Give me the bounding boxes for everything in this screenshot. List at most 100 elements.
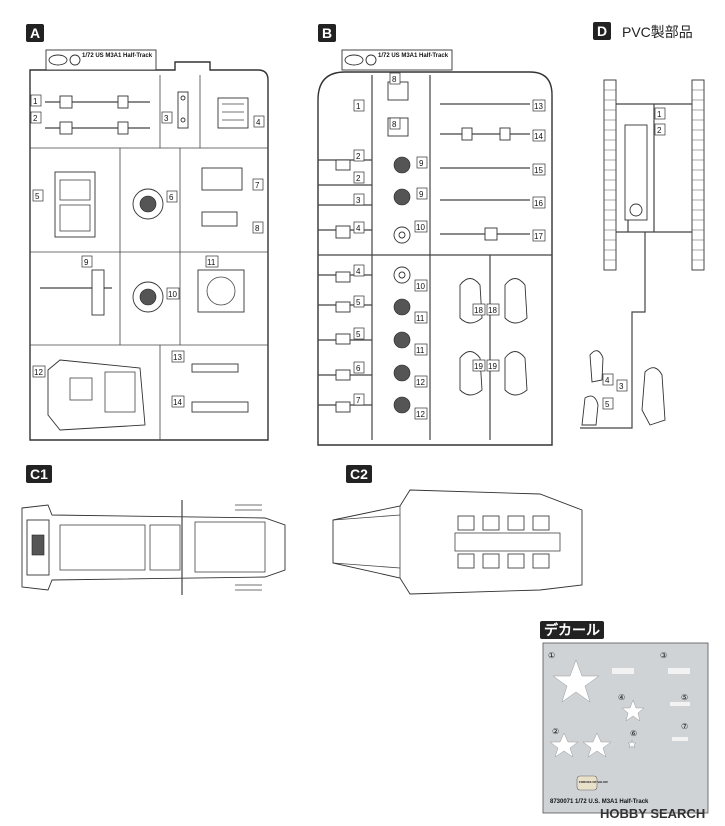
svg-text:⑤: ⑤	[681, 693, 688, 702]
svg-text:②: ②	[552, 727, 559, 736]
svg-text:4: 4	[356, 224, 361, 233]
svg-text:13: 13	[534, 102, 543, 111]
sprue-d-tab	[624, 124, 648, 221]
part-c2-label: C2	[346, 465, 372, 483]
svg-text:15: 15	[534, 166, 543, 175]
part-figure	[581, 350, 666, 426]
decal-serial	[668, 668, 690, 674]
sprue-b: 1/72 US M3A1 Half-Track	[317, 49, 553, 446]
svg-text:2: 2	[33, 114, 38, 123]
svg-text:4: 4	[256, 118, 261, 127]
svg-text:8: 8	[392, 120, 397, 129]
svg-text:12: 12	[34, 368, 43, 377]
svg-text:11: 11	[416, 314, 425, 323]
svg-text:2: 2	[657, 126, 662, 135]
sprue-a-letter	[69, 54, 81, 66]
svg-text:12: 12	[416, 378, 425, 387]
part-road-wheel	[132, 188, 164, 313]
svg-text:10: 10	[416, 223, 425, 232]
svg-text:7: 7	[255, 181, 260, 190]
svg-text:④: ④	[618, 693, 625, 702]
svg-text:11: 11	[207, 258, 216, 267]
svg-text:19: 19	[474, 362, 483, 371]
sprue-d-letter	[629, 203, 643, 217]
svg-text:1: 1	[356, 102, 361, 111]
part-steering-rod	[40, 269, 112, 316]
sprue-d-label: D	[593, 22, 612, 40]
svg-text:9: 9	[419, 190, 424, 199]
svg-text:2: 2	[356, 152, 361, 161]
svg-text:①: ①	[548, 651, 555, 660]
decal-star-small	[621, 699, 645, 722]
svg-text:⑥: ⑥	[630, 729, 637, 738]
sprue-a-logo	[48, 54, 68, 66]
part-track-left	[603, 79, 617, 271]
decal-serial	[672, 737, 688, 741]
part-winch	[217, 97, 249, 129]
sprue-d-part-numbers: 1 2 3 4 5	[602, 107, 666, 410]
part-hull-front	[47, 359, 146, 431]
svg-text:8: 8	[255, 224, 260, 233]
svg-text:4: 4	[356, 267, 361, 276]
sprue-a-frame	[29, 61, 269, 441]
sprue-d-caption: PVC製部品	[622, 24, 693, 40]
svg-text:16: 16	[534, 199, 543, 208]
decal-label: デカール	[540, 621, 604, 639]
svg-text:17: 17	[534, 232, 543, 241]
sprue-b-part-numbers: 8 1 8 2 2 3 4 4 5 5 6 7 9 9 10 10 11 11 …	[353, 72, 546, 420]
sprue-a-header: 1/72 US M3A1 Half-Track	[82, 53, 153, 59]
svg-text:7: 7	[356, 396, 361, 405]
svg-text:10: 10	[168, 290, 177, 299]
part-dash	[197, 269, 245, 313]
sprue-b-letter	[365, 54, 377, 66]
svg-text:⑦: ⑦	[681, 722, 688, 731]
sprue-b-label: B	[318, 24, 337, 42]
part-suspension	[459, 278, 528, 396]
svg-text:14: 14	[173, 398, 182, 407]
svg-text:5: 5	[356, 298, 361, 307]
svg-text:3: 3	[356, 196, 361, 205]
svg-text:6: 6	[169, 193, 174, 202]
svg-text:3: 3	[164, 114, 169, 123]
part-c1-chassis	[21, 500, 286, 595]
svg-text:14: 14	[534, 132, 543, 141]
svg-text:18: 18	[474, 306, 483, 315]
track-links	[604, 89, 704, 261]
watermark: HOBBY SEARCH	[600, 806, 706, 821]
part-fuel-tank	[201, 167, 243, 227]
svg-text:8: 8	[392, 75, 397, 84]
decal-star-large	[552, 659, 600, 703]
part-track-right	[691, 79, 705, 271]
part-wheel	[393, 156, 411, 414]
part-rod	[440, 103, 530, 241]
svg-text:19: 19	[488, 362, 497, 371]
svg-text:10: 10	[416, 282, 425, 291]
svg-text:12: 12	[416, 410, 425, 419]
decal-star-medium	[549, 732, 579, 758]
part-bracket	[177, 91, 189, 129]
part-axle	[45, 95, 150, 135]
sprue-b-logo	[344, 54, 364, 66]
svg-text:9: 9	[84, 258, 89, 267]
decal-logo	[576, 775, 598, 791]
svg-text:2: 2	[356, 174, 361, 183]
svg-text:1: 1	[657, 110, 662, 119]
svg-text:18: 18	[488, 306, 497, 315]
decal-footer: 8730071 1/72 U.S. M3A1 Half-Track	[550, 799, 649, 805]
svg-text:1: 1	[33, 97, 38, 106]
sprue-a: 1/72 US M3A1 Half-Track	[29, 49, 269, 441]
decal-serial	[612, 668, 634, 674]
part-track-link	[191, 363, 249, 413]
svg-text:6: 6	[356, 364, 361, 373]
decal-logo-text: FORCES OF VALOR	[579, 780, 608, 784]
sprue-b-frame	[317, 71, 553, 446]
sprue-d: 1 2 3 4 5	[580, 79, 705, 429]
svg-text:13: 13	[173, 353, 182, 362]
decal-numbers: ① ② ③ ④ ⑤ ⑥ ⑦	[548, 651, 688, 738]
svg-text:4: 4	[605, 376, 610, 385]
decal-serial	[670, 702, 690, 706]
svg-text:9: 9	[419, 159, 424, 168]
svg-text:3: 3	[619, 382, 624, 391]
sprue-d-runner	[580, 103, 692, 429]
